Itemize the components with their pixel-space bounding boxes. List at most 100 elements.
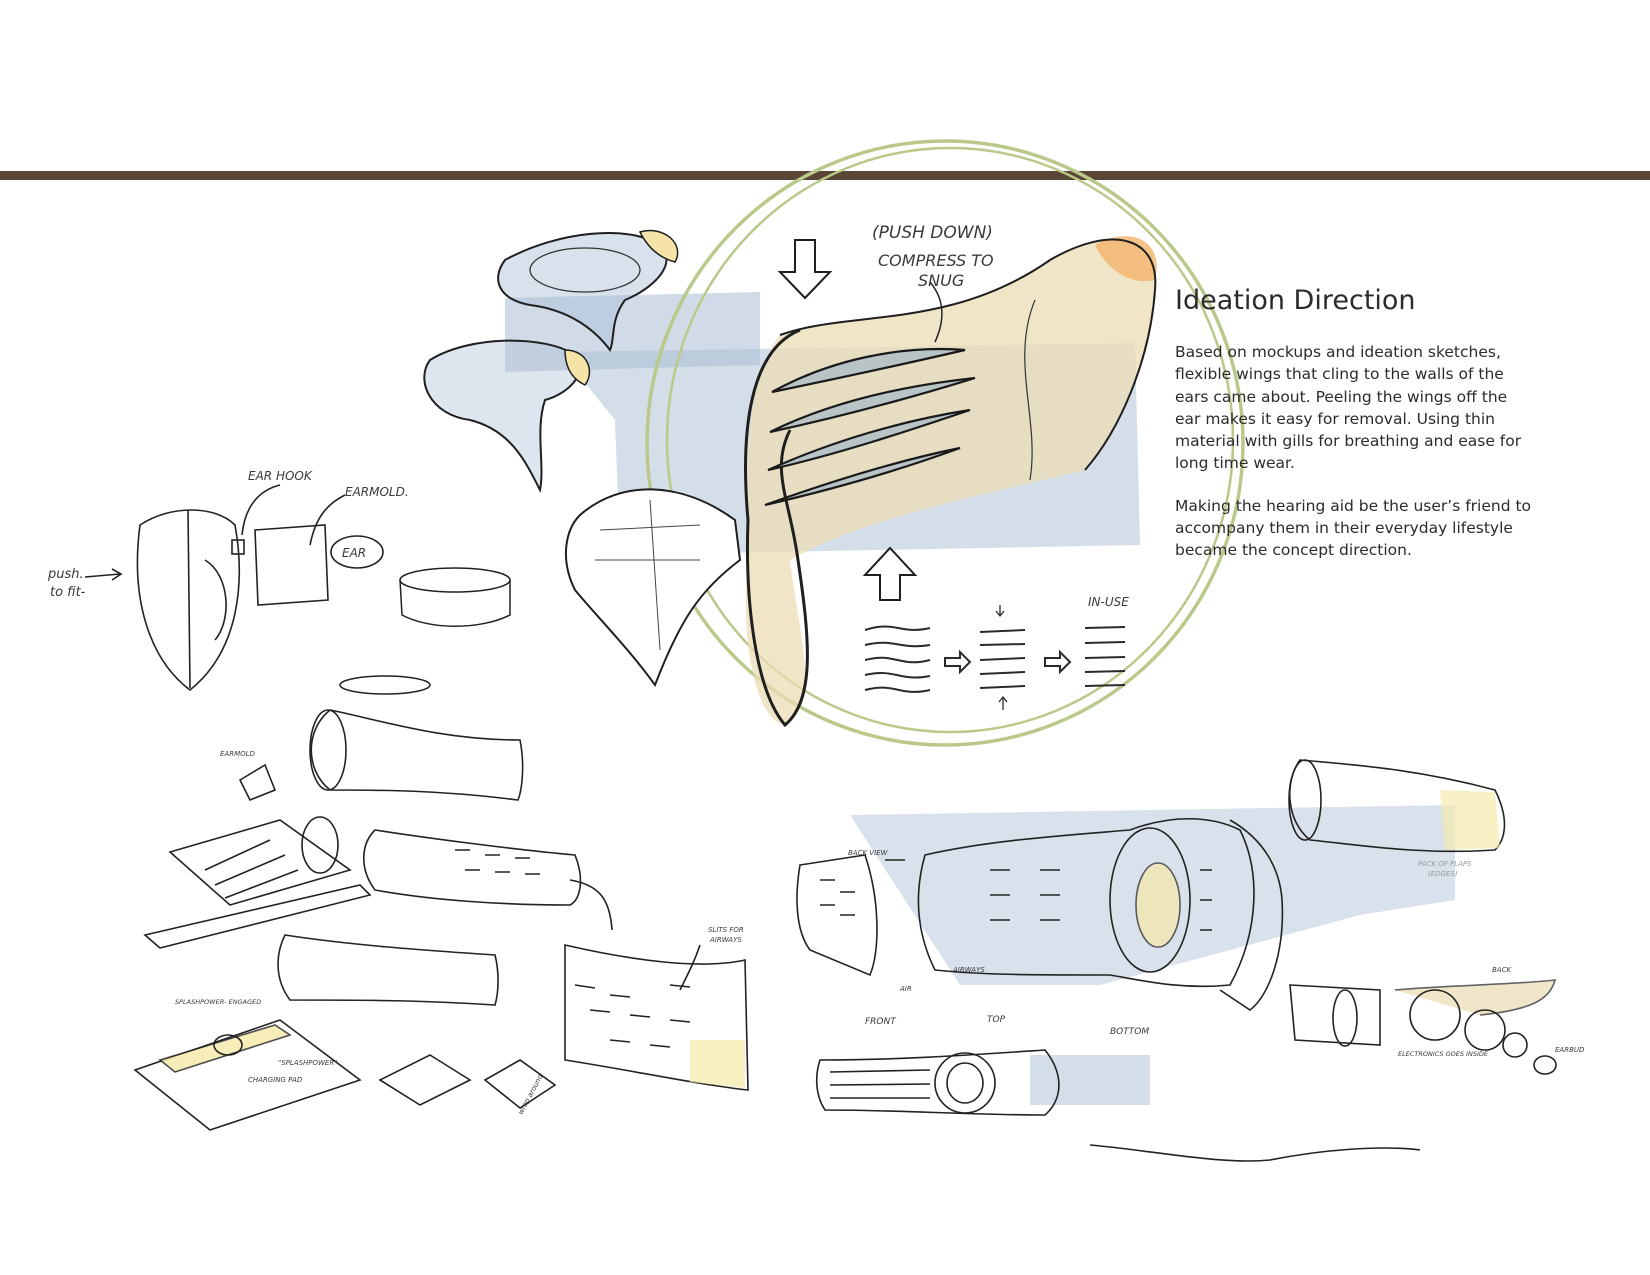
label-push-2: to fit- bbox=[50, 585, 86, 600]
main-body-outline bbox=[779, 238, 1157, 471]
main-wing-outline bbox=[744, 328, 809, 728]
earbud-yellow bbox=[1440, 790, 1500, 850]
label-splash-power: "SPLASHPOWER" bbox=[278, 1059, 337, 1067]
push-down-arrow bbox=[777, 239, 833, 300]
slotted-bar bbox=[363, 829, 582, 906]
long-tube-lines bbox=[829, 1069, 931, 1099]
earbud-body bbox=[1289, 759, 1506, 853]
puck-side bbox=[399, 579, 511, 627]
push-arrow bbox=[84, 568, 123, 581]
charging-pad-bar bbox=[158, 1024, 292, 1073]
back-view-panel bbox=[796, 854, 878, 977]
paragraph-1: Based on mockups and ideation sketches, … bbox=[1175, 343, 1522, 473]
label-air: AIR bbox=[899, 985, 912, 993]
ear-hook-sketch bbox=[84, 484, 384, 692]
small-arrow-up bbox=[998, 695, 1008, 710]
header-rule bbox=[0, 171, 1650, 180]
assembly-tube bbox=[1289, 984, 1381, 1046]
arrow-1 bbox=[944, 649, 972, 675]
wing-body-flap bbox=[1219, 819, 1284, 1011]
focus-circle-inner bbox=[665, 146, 1235, 734]
gill-2 bbox=[769, 376, 976, 434]
push-up-arrow bbox=[862, 546, 918, 601]
long-tube-inner bbox=[946, 1062, 984, 1104]
main-gills bbox=[764, 347, 976, 507]
gill-4 bbox=[764, 446, 961, 507]
sheet-slots bbox=[574, 984, 691, 1048]
wing-mid-tip bbox=[564, 349, 591, 386]
label-front: FRONT bbox=[865, 1017, 897, 1027]
assembly-sketch bbox=[1289, 979, 1557, 1075]
earbud-sketch-top bbox=[1288, 759, 1506, 853]
sheet-leader bbox=[679, 944, 701, 991]
back-view-slots bbox=[820, 879, 855, 916]
wing-mid-fill bbox=[424, 340, 580, 490]
paragraph-2: Making the hearing aid be the user’s fri… bbox=[1175, 496, 1532, 560]
lines-compressed bbox=[979, 629, 1026, 689]
label-ear-mold: EARMOLD. bbox=[345, 485, 409, 499]
ear-hook-inner bbox=[204, 559, 227, 641]
splash-power-button bbox=[213, 1034, 243, 1056]
flat-pad-slots bbox=[204, 839, 299, 899]
label-push-1: push. bbox=[47, 567, 84, 582]
flat-pad-tube bbox=[301, 816, 339, 874]
puck-top bbox=[399, 567, 511, 593]
label-edges-1: PACK OF FLAPS bbox=[1418, 860, 1472, 868]
wing-body-opening bbox=[1109, 827, 1191, 973]
focus-circle bbox=[645, 139, 1245, 747]
label-electronics: ELECTRONICS GOES INSIDE bbox=[1398, 1050, 1489, 1058]
earmold-tube-sketch bbox=[238, 709, 524, 802]
phone-pad bbox=[483, 1059, 557, 1109]
ear-hook-body bbox=[136, 509, 240, 692]
wing-top-tip bbox=[638, 229, 679, 263]
compression-diagram bbox=[864, 605, 1126, 710]
label-airways: AIRWAYS bbox=[952, 966, 985, 974]
lines-open bbox=[864, 625, 931, 693]
flat-pad-upper bbox=[168, 819, 352, 906]
section-heading: Ideation Direction bbox=[1175, 285, 1416, 316]
wing-flat-outline bbox=[564, 488, 742, 688]
label-push-down: (PUSH DOWN) bbox=[872, 223, 993, 243]
label-compress-1: COMPRESS TO bbox=[878, 251, 994, 270]
long-tube-side bbox=[1089, 1144, 1421, 1162]
label-slits-2: AIRWAYS bbox=[709, 936, 742, 944]
wing-sketch-flat bbox=[564, 488, 742, 688]
ideation-text-panel: Ideation Direction Based on mockups and … bbox=[1175, 283, 1535, 582]
assembly-wing bbox=[1394, 979, 1557, 1016]
tube-earmold bbox=[238, 763, 277, 802]
label-earmold-small: EARMOLD bbox=[220, 750, 256, 758]
sheet-outline bbox=[564, 943, 749, 1091]
puck-sketches bbox=[339, 567, 511, 695]
tube-body bbox=[310, 709, 524, 801]
gill-1 bbox=[771, 347, 966, 394]
small-pad bbox=[378, 1054, 472, 1106]
long-tube-body bbox=[815, 1049, 1060, 1116]
slotted-sheet-sketch bbox=[564, 943, 749, 1091]
label-ear: EAR bbox=[342, 546, 366, 560]
compress-pointer bbox=[929, 281, 943, 343]
assembly-tube-end bbox=[1332, 989, 1358, 1047]
label-edges-2: (EDGES) bbox=[1428, 870, 1458, 878]
lines-in-use bbox=[1084, 626, 1126, 687]
charging-sketches bbox=[133, 816, 613, 1131]
ear-hook-leader bbox=[241, 484, 281, 536]
small-arrow-down bbox=[995, 605, 1005, 618]
earbud-opening bbox=[1288, 759, 1322, 841]
sheet-yellow bbox=[690, 1040, 745, 1088]
wing-top-outline bbox=[497, 232, 668, 352]
wing-top-inner bbox=[529, 247, 641, 293]
wing-sketch-middle bbox=[423, 339, 591, 494]
assembly-ring-1 bbox=[1409, 989, 1461, 1041]
label-in-use: IN-USE bbox=[1088, 595, 1129, 609]
ear-mold-leader bbox=[309, 494, 346, 546]
focus-circle-outer bbox=[645, 139, 1245, 747]
bar-curve-arrow bbox=[569, 879, 613, 931]
label-charging-pad: CHARGING PAD bbox=[248, 1076, 303, 1084]
wing-mid-outline bbox=[423, 339, 581, 494]
assembly-ring-3 bbox=[1502, 1032, 1528, 1058]
main-inner-curve bbox=[1024, 299, 1036, 481]
tube-opening bbox=[309, 709, 347, 791]
wing-flat-inner bbox=[595, 499, 701, 651]
tube-pad bbox=[277, 934, 499, 1006]
